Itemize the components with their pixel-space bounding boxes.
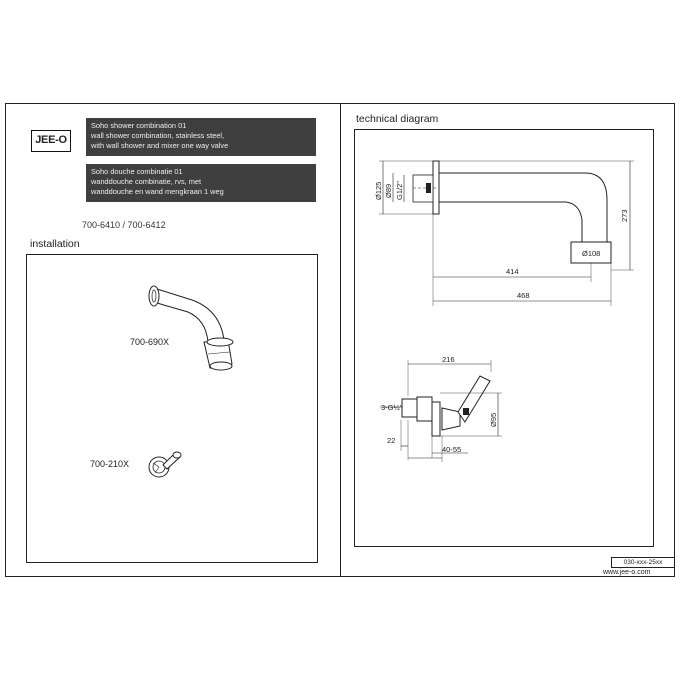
spout-technical-drawing: Ø125 Ø89 G1/2" Ø108 273 414 468 (374, 160, 634, 306)
mixer-illustration (148, 451, 182, 478)
title-dutch: Soho douche combinatie 01 wanddouche com… (86, 164, 316, 202)
part-label-mixer: 700-210X (90, 459, 130, 469)
dim-length-total: 468 (517, 291, 530, 300)
title-line: wanddouche en wand mengkraan 1 weg (91, 187, 224, 196)
installation-heading: installation (30, 238, 80, 250)
dim-thread: G1/2" (395, 181, 404, 200)
dim-length-inner: 414 (506, 267, 519, 276)
technical-panel (354, 129, 654, 547)
valve-technical-drawing: 216 3-G½" Ø95 22 40-55 (380, 355, 502, 462)
installation-panel (26, 254, 318, 563)
reference-code: 030-xxx-25xx (611, 557, 675, 568)
title-line: Soho shower combination 01 (91, 121, 187, 130)
title-line: Soho douche combinatie 01 (91, 167, 183, 176)
product-codes: 700-6410 / 700-6412 (82, 220, 166, 230)
dim-valve-connection: 3-G½" (381, 403, 403, 412)
dim-valve-length: 216 (442, 355, 455, 364)
part-label-spout: 700-690X (130, 337, 170, 347)
dim-diameter-125: Ø125 (374, 182, 383, 200)
brand-logo: JEE-O (31, 130, 71, 152)
dim-diameter-108: Ø108 (582, 249, 600, 258)
technical-heading: technical diagram (356, 113, 439, 125)
dim-height: 273 (620, 209, 629, 222)
title-line: with wall shower and mixer one way valve (91, 141, 229, 150)
title-line: wall shower combination, stainless steel… (91, 131, 225, 140)
title-line: wanddouche combinatie, rvs, met (91, 177, 202, 186)
column-divider (340, 103, 341, 577)
dim-valve-range: 40-55 (442, 445, 461, 454)
spout-illustration (148, 285, 234, 371)
dim-diameter-89: Ø89 (384, 184, 393, 198)
dim-valve-diameter-95: Ø95 (489, 413, 498, 427)
title-english: Soho shower combination 01 wall shower c… (86, 118, 316, 156)
dim-valve-depth: 22 (387, 436, 395, 445)
website-link[interactable]: www.jee-o.com (603, 569, 651, 576)
